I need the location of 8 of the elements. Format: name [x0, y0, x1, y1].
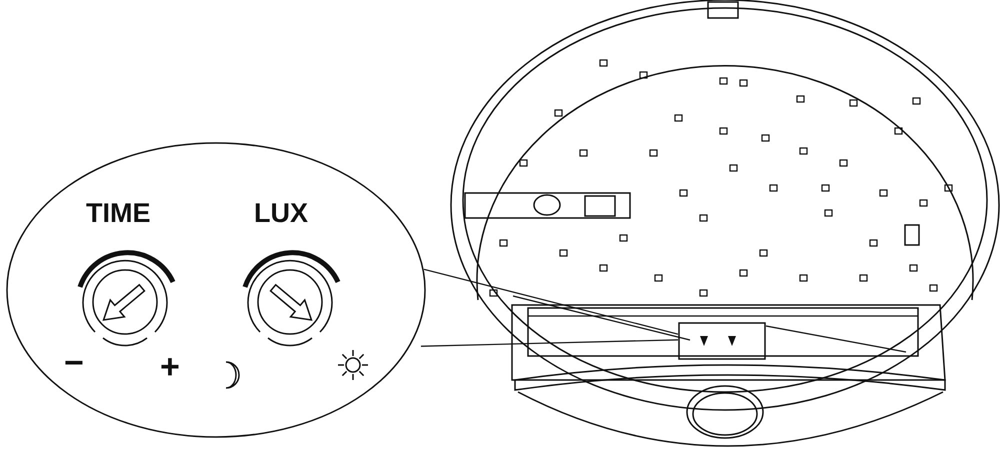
dial-label: TIME — [86, 200, 150, 227]
plus-sign: + — [160, 350, 180, 384]
minus-sign: − — [64, 346, 84, 380]
magnifier-ellipse — [6, 142, 426, 438]
leader-line — [420, 339, 678, 347]
knob-housing — [678, 322, 766, 360]
dial-label: LUX — [254, 200, 308, 227]
leader-line — [424, 268, 678, 335]
